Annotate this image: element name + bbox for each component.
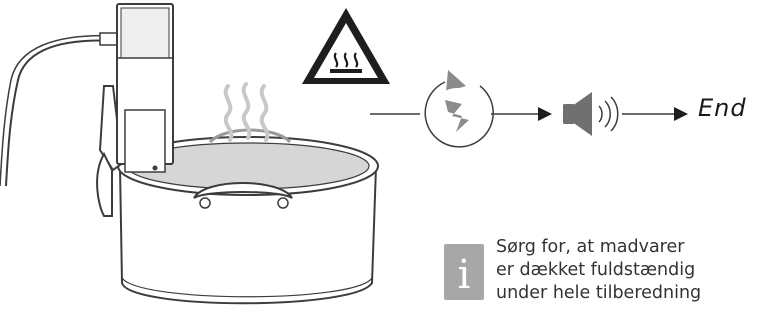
- speaker-sound-icon: [563, 92, 618, 136]
- note-line: Sørg for, at madvarer: [496, 236, 757, 259]
- sous-vide-device: [117, 4, 173, 172]
- note-line: er dækket fuldstændig: [496, 259, 757, 282]
- note-text: Sørg for, at madvarer er dækket fuldstæn…: [496, 236, 757, 305]
- hot-surface-warning-icon: [302, 8, 390, 84]
- info-icon: i: [444, 244, 484, 300]
- note-line: under hele tilberedning: [496, 282, 757, 305]
- cord-plug: [100, 33, 118, 45]
- end-label: End: [698, 94, 747, 122]
- timer-cycle-icon: [425, 70, 493, 147]
- arrow-right-icon: [491, 107, 552, 121]
- arrow-right-icon-2: [622, 107, 688, 121]
